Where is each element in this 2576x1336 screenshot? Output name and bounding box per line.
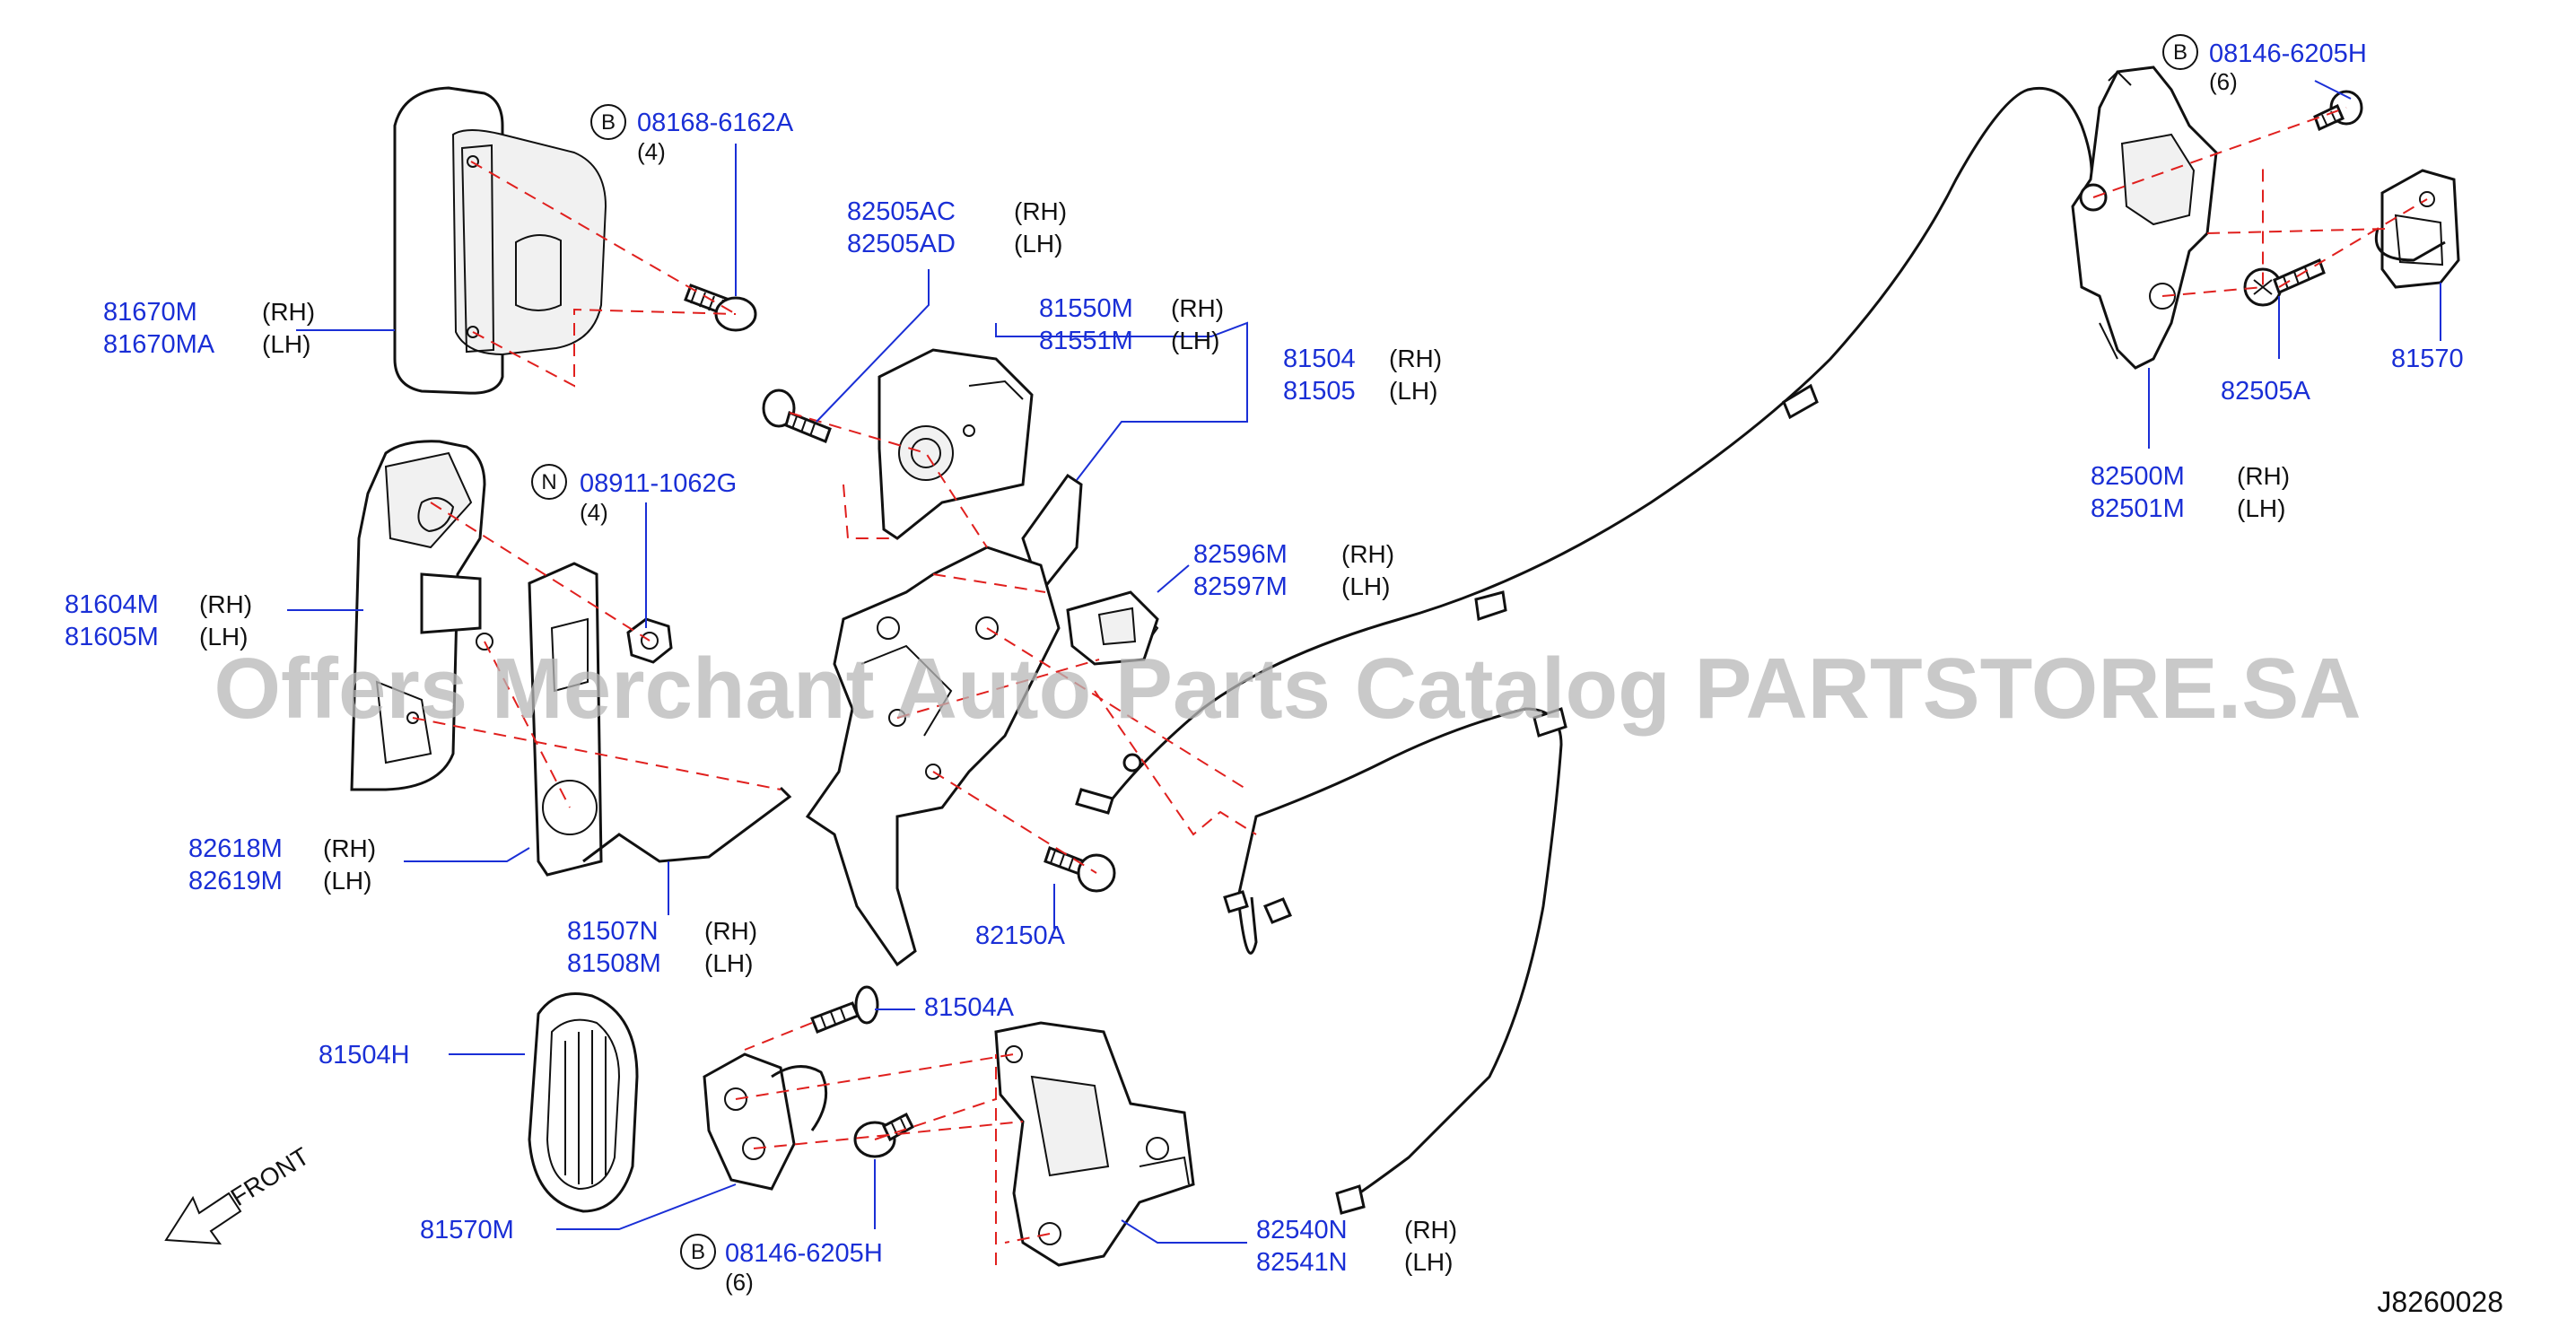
watermark-text: Offers Merchant Auto Parts Catalog PARTS… (214, 641, 2361, 737)
side-label: (LH) (1341, 572, 1390, 600)
callout-symbol: B (2173, 40, 2187, 65)
callout-08911: N 08911-1062G (4) (531, 464, 737, 526)
part-number-label: 81504H (319, 1041, 410, 1070)
part-number-label: 81570M (420, 1216, 514, 1244)
striker-81570-drawing (2375, 169, 2460, 289)
bolt-82505AC-drawing (762, 389, 832, 443)
side-label: (RH) (323, 834, 376, 862)
striker-81570M-drawing (703, 1052, 828, 1191)
cable-lower-drawing (1223, 707, 1567, 1215)
side-label: (RH) (1341, 540, 1394, 568)
side-label: (RH) (1014, 197, 1067, 225)
part-number-label: 81504 (1283, 345, 1356, 373)
lock-actuator-drawing (878, 348, 1034, 540)
callout-symbol: B (691, 1240, 705, 1264)
callout-symbol: N (541, 470, 556, 494)
side-label: (RH) (1404, 1216, 1457, 1244)
callout-qty: (4) (580, 499, 608, 526)
side-label: (LH) (1014, 230, 1062, 258)
callout-part: 08911-1062G (580, 469, 737, 498)
side-label: (LH) (262, 330, 310, 358)
part-number-label: 82619M (188, 867, 283, 895)
part-number-label: 82596M (1193, 540, 1288, 569)
callout-part: 08168-6162A (637, 109, 794, 137)
part-number-label: 81604M (65, 590, 159, 619)
insulator-pad-drawing (528, 562, 603, 877)
diagram-id: J8260028 (2377, 1286, 2503, 1318)
part-number-label: 82597M (1193, 572, 1288, 601)
callout-part: 08146-6205H (725, 1239, 883, 1268)
side-label: (LH) (323, 867, 371, 895)
screw-82505A-drawing (2243, 258, 2326, 307)
front-label: FRONT (226, 1142, 314, 1211)
part-number-label: 82540N (1256, 1216, 1348, 1244)
part-number-label: 82501M (2091, 494, 2185, 523)
side-label: (LH) (2237, 494, 2285, 522)
screw-81504A-drawing (810, 985, 879, 1034)
part-labels: 81670M (RH) 81670MA (LH) 82505AC (RH) 82… (65, 197, 2464, 1277)
part-number-label: 81507N (567, 917, 659, 946)
part-number-label: 81670MA (103, 330, 215, 359)
callout-08146-lower: B 08146-6205H (6) (680, 1234, 883, 1296)
part-number-label: 82505A (2221, 377, 2311, 406)
part-number-label: 81550M (1039, 294, 1133, 323)
front-latch-lower-drawing (994, 1021, 1195, 1267)
side-label: (RH) (1171, 294, 1224, 322)
front-arrow: FRONT (164, 1142, 314, 1245)
rod-81507-drawing (582, 786, 792, 863)
side-label: (RH) (199, 590, 252, 618)
side-label: (RH) (704, 917, 757, 945)
part-number-label: 81551M (1039, 327, 1133, 355)
part-number-label: 81605M (65, 623, 159, 651)
part-number-label: 82541N (1256, 1248, 1348, 1277)
side-label: (LH) (1171, 327, 1219, 354)
callout-08168: B 08168-6162A (4) (590, 104, 794, 165)
callout-qty: (6) (2209, 68, 2238, 95)
side-label: (RH) (262, 298, 315, 326)
bolt-82150A-drawing (1043, 846, 1116, 893)
side-label: (RH) (2237, 462, 2290, 490)
cable-upper-drawing (1075, 86, 2093, 815)
part-number-label: 81670M (103, 298, 197, 327)
part-number-label: 82505AC (847, 197, 956, 226)
callout-qty: (4) (637, 138, 666, 165)
callout-qty: (6) (725, 1269, 754, 1296)
rear-latch-upper-drawing (2071, 65, 2218, 370)
assembly-lines (412, 107, 2428, 1265)
part-number-label: 82150A (975, 921, 1066, 950)
arrow-left-icon (164, 1192, 242, 1245)
part-number-label: 82500M (2091, 462, 2185, 491)
leader-lines (287, 80, 2441, 1244)
side-label: (LH) (704, 949, 753, 977)
symbol-circle (590, 104, 626, 140)
part-number-label: 81505 (1283, 377, 1356, 406)
grommet-81504H-drawing (528, 992, 639, 1213)
part-number-label: 81570 (2391, 345, 2464, 373)
callout-symbol: B (601, 110, 616, 135)
bell-crank-drawing (1066, 590, 1159, 666)
side-label: (RH) (1389, 345, 1442, 372)
callout-part: 08146-6205H (2209, 39, 2367, 68)
callout-08146-upper: B 08146-6205H (6) (2162, 34, 2367, 95)
part-number-label: 82618M (188, 834, 283, 863)
side-label: (LH) (1389, 377, 1437, 405)
side-label: (LH) (1404, 1248, 1453, 1276)
part-number-label: 81508M (567, 949, 661, 978)
part-number-label: 82505AD (847, 230, 956, 258)
inside-handle-drawing (350, 440, 493, 791)
part-number-label: 81504A (924, 993, 1015, 1022)
side-label: (LH) (199, 623, 248, 651)
